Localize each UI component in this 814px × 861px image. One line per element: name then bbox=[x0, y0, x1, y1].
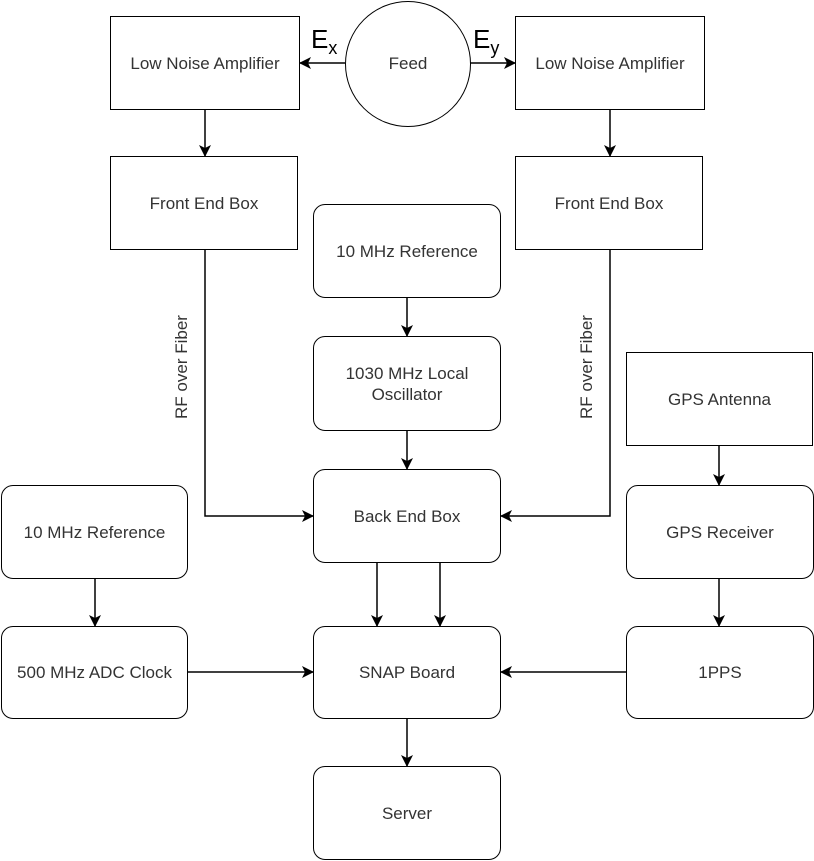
arrow-feb-left-to-backend bbox=[204, 250, 314, 522]
gps-antenna-label: GPS Antenna bbox=[667, 389, 772, 409]
rf-over-fiber-left-label: RF over Fiber bbox=[172, 315, 191, 419]
front-end-box-right-node: Front End Box bbox=[515, 156, 703, 250]
snap-board-node: SNAP Board bbox=[313, 626, 501, 719]
lna-right-label: Low Noise Amplifier bbox=[535, 53, 685, 73]
gps-receiver-label: GPS Receiver bbox=[666, 522, 774, 542]
server-label: Server bbox=[381, 803, 433, 823]
feed-label: Feed bbox=[388, 54, 428, 73]
back-end-box-label: Back End Box bbox=[353, 506, 461, 526]
server-node: Server bbox=[313, 766, 501, 860]
reference-center-label: 10 MHz Reference bbox=[336, 241, 478, 261]
pps-node: 1PPS bbox=[626, 626, 814, 719]
lna-left-label: Low Noise Amplifier bbox=[130, 53, 280, 73]
arrow-feb-right-to-backend bbox=[500, 250, 611, 522]
local-oscillator-node: 1030 MHz Local Oscillator bbox=[313, 336, 501, 431]
reference-left-node: 10 MHz Reference bbox=[1, 485, 188, 579]
front-end-box-left-label: Front End Box bbox=[149, 193, 259, 213]
snap-board-label: SNAP Board bbox=[358, 663, 456, 682]
reference-center-node: 10 MHz Reference bbox=[313, 204, 501, 298]
back-end-box-node: Back End Box bbox=[313, 469, 501, 563]
polarization-y-label: Ey bbox=[473, 24, 500, 58]
front-end-box-left-node: Front End Box bbox=[110, 156, 298, 250]
front-end-box-right-label: Front End Box bbox=[554, 193, 664, 213]
rf-over-fiber-right-label: RF over Fiber bbox=[577, 315, 596, 419]
local-oscillator-label: 1030 MHz Local Oscillator bbox=[345, 363, 469, 404]
polarization-x-label: Ex bbox=[311, 24, 338, 58]
feed-node: Feed bbox=[345, 1, 471, 127]
gps-receiver-node: GPS Receiver bbox=[626, 485, 814, 579]
lna-left-node: Low Noise Amplifier bbox=[110, 16, 300, 110]
reference-left-label: 10 MHz Reference bbox=[23, 522, 166, 542]
adc-clock-label: 500 MHz ADC Clock bbox=[17, 663, 172, 682]
pps-label: 1PPS bbox=[698, 663, 742, 682]
lna-right-node: Low Noise Amplifier bbox=[515, 16, 705, 110]
gps-antenna-node: GPS Antenna bbox=[626, 352, 813, 446]
adc-clock-node: 500 MHz ADC Clock bbox=[1, 626, 188, 719]
